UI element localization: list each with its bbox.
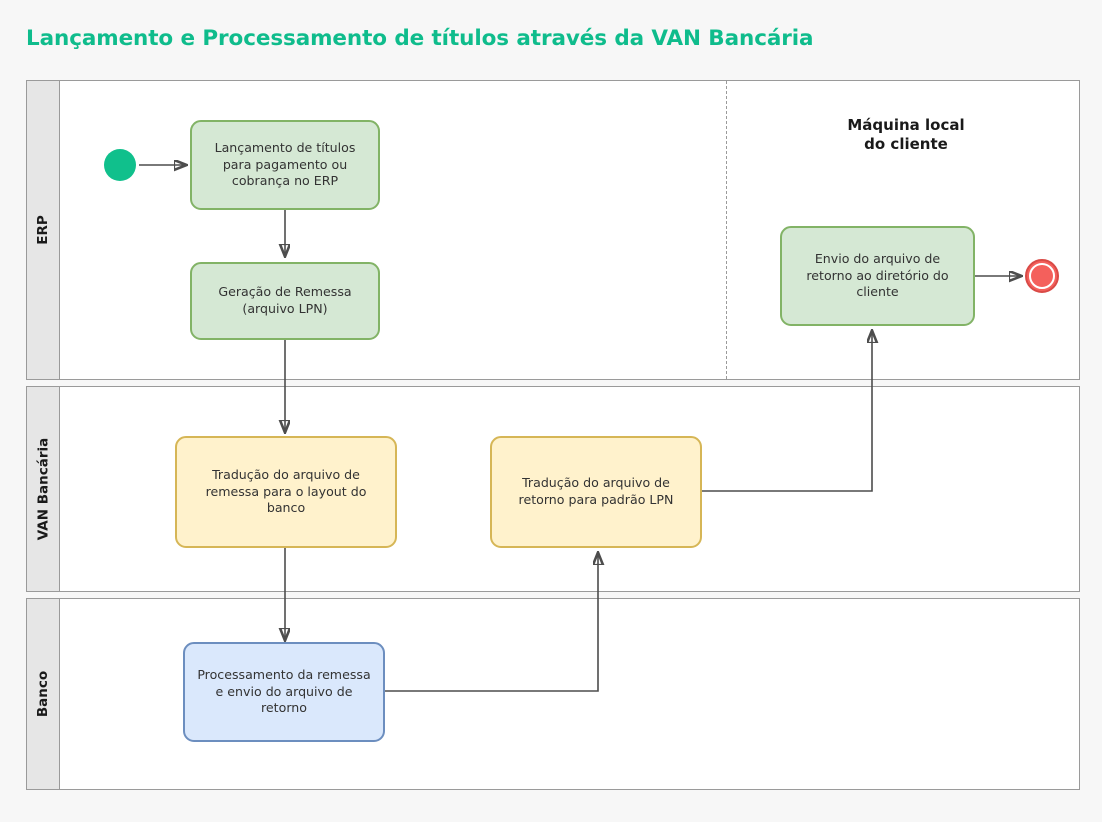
lane-header-erp: ERP [26,80,60,380]
group-label-line-1: Máquina local [847,116,965,134]
lane-label-erp: ERP [34,215,51,245]
task-envio-retorno-cliente[interactable]: Envio do arquivo de retorno ao diretório… [780,226,975,326]
lane-label-banco: Banco [35,670,52,718]
lane-header-banco: Banco [26,598,60,790]
task-processamento-remessa[interactable]: Processamento da remessa e envio do arqu… [183,642,385,742]
task-traducao-retorno[interactable]: Tradução do arquivo de retorno para padr… [490,436,702,548]
task-traducao-remessa[interactable]: Tradução do arquivo de remessa para o la… [175,436,397,548]
group-separator-dashed [726,81,727,379]
page-title: Lançamento e Processamento de títulos at… [26,26,814,51]
group-label-maquina-local: Máquina local do cliente [780,116,1032,154]
task-lancamento-titulos[interactable]: Lançamento de títulos para pagamento ou … [190,120,380,210]
lane-label-van-bancaria: VAN Bancária [35,437,51,541]
task-geracao-remessa[interactable]: Geração de Remessa (arquivo LPN) [190,262,380,340]
lane-header-van-bancaria: VAN Bancária [26,386,60,592]
end-event[interactable] [1025,259,1059,293]
group-label-line-2: do cliente [864,134,948,153]
start-event[interactable] [104,149,136,181]
